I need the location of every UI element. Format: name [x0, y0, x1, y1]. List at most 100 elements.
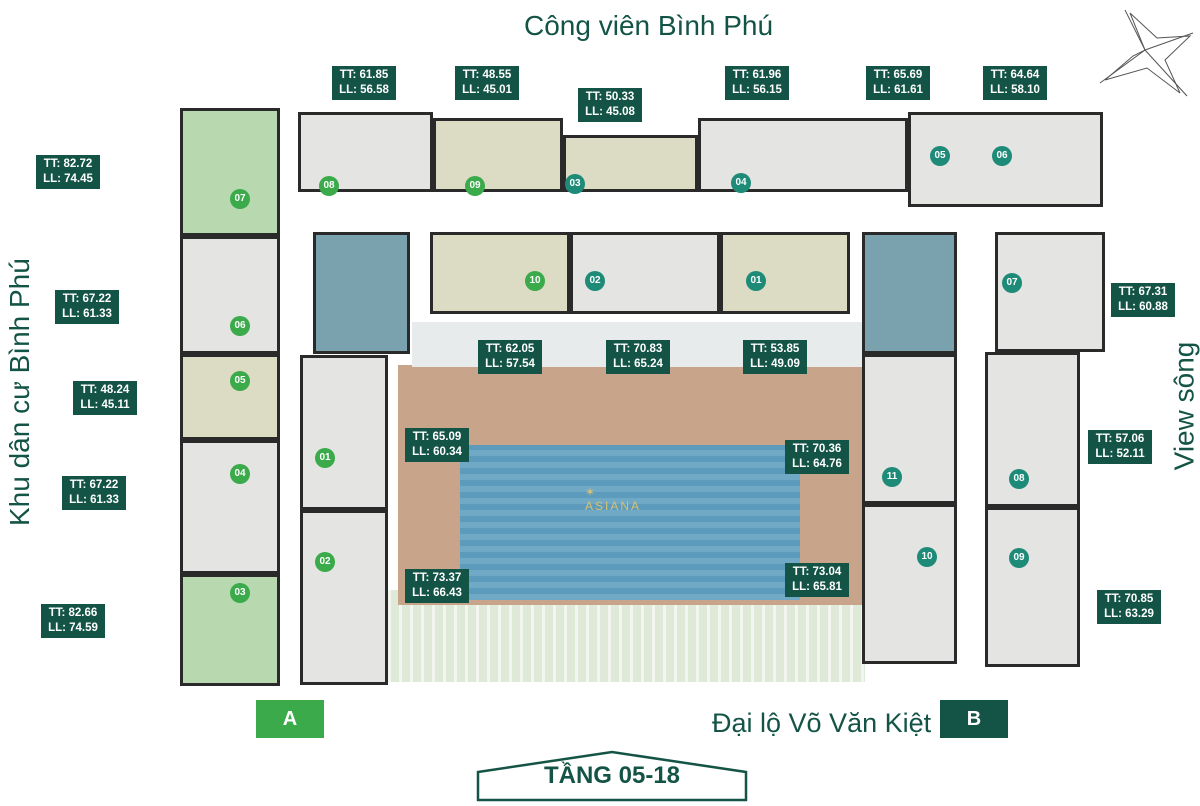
total-area: TT: 53.85 — [750, 343, 800, 355]
total-area: TT: 82.72 — [43, 158, 93, 170]
unit-b09[interactable] — [985, 507, 1080, 667]
usable-area: LL: 66.43 — [412, 587, 462, 599]
unit-number-marker[interactable]: 07 — [1002, 273, 1022, 293]
unit-a02[interactable] — [300, 510, 388, 685]
total-area: TT: 82.66 — [48, 607, 98, 619]
unit-a01[interactable] — [300, 355, 388, 510]
asiana-logo: ✶ASIANA — [585, 485, 642, 513]
unit-b04[interactable] — [698, 118, 908, 192]
unit-a06[interactable] — [180, 236, 280, 354]
title-left: Khu dân cư Bình Phú — [4, 258, 35, 526]
total-area: TT: 57.06 — [1095, 433, 1145, 445]
unit-number-marker[interactable]: 07 — [230, 189, 250, 209]
unit-b01[interactable] — [720, 232, 850, 314]
usable-area: LL: 45.11 — [80, 399, 130, 411]
unit-number-marker[interactable]: 08 — [1009, 469, 1029, 489]
unit-number-marker[interactable]: 06 — [230, 316, 250, 336]
unit-a07[interactable] — [180, 108, 280, 236]
unit-a05[interactable] — [180, 354, 280, 440]
unit-a10[interactable] — [430, 232, 570, 314]
tower-b-badge: B — [940, 700, 1008, 738]
total-area: TT: 67.22 — [69, 479, 119, 491]
usable-area: LL: 64.76 — [792, 458, 842, 470]
swimming-pool — [460, 445, 800, 600]
core-a — [313, 232, 410, 354]
unit-number-marker[interactable]: 01 — [746, 271, 766, 291]
unit-number-marker[interactable]: 01 — [315, 448, 335, 468]
unit-a08[interactable] — [298, 112, 433, 192]
usable-area: LL: 52.11 — [1095, 448, 1145, 460]
unit-b08[interactable] — [985, 352, 1080, 507]
total-area: TT: 70.83 — [613, 343, 663, 355]
unit-number-marker[interactable]: 10 — [525, 271, 545, 291]
unit-a04[interactable] — [180, 440, 280, 574]
total-area: TT: 73.37 — [412, 572, 462, 584]
core-b — [862, 232, 957, 354]
unit-number-marker[interactable]: 11 — [882, 467, 902, 487]
total-area: TT: 48.55 — [462, 69, 512, 81]
tower-a-badge: A — [256, 700, 324, 738]
usable-area: LL: 63.29 — [1104, 608, 1154, 620]
usable-area: LL: 56.58 — [339, 84, 389, 96]
unit-number-marker[interactable]: 05 — [230, 371, 250, 391]
unit-number-marker[interactable]: 04 — [230, 464, 250, 484]
title-bottom: Đại lộ Võ Văn Kiệt — [712, 708, 932, 738]
title-right: View sông — [1168, 341, 1200, 471]
total-area: TT: 48.24 — [80, 384, 130, 396]
usable-area: LL: 61.33 — [62, 308, 112, 320]
usable-area: LL: 65.81 — [792, 581, 842, 593]
usable-area: LL: 61.61 — [873, 84, 923, 96]
total-area: TT: 61.96 — [732, 69, 782, 81]
total-area: TT: 65.69 — [873, 69, 923, 81]
title-top: Công viên Bình Phú — [524, 10, 774, 41]
unit-number-marker[interactable]: 02 — [315, 552, 335, 572]
usable-area: LL: 60.34 — [412, 446, 462, 458]
usable-area: LL: 45.08 — [585, 106, 635, 118]
usable-area: LL: 74.59 — [48, 622, 98, 634]
compass-icon — [1099, 9, 1194, 97]
total-area: TT: 62.05 — [485, 343, 535, 355]
unit-number-marker[interactable]: 10 — [917, 547, 937, 567]
unit-number-marker[interactable]: 09 — [465, 176, 485, 196]
floor-label: TẦNG 05-18 — [543, 762, 681, 789]
unit-number-marker[interactable]: 05 — [930, 146, 950, 166]
usable-area: LL: 56.15 — [732, 84, 782, 96]
total-area: TT: 73.04 — [792, 566, 842, 578]
unit-number-marker[interactable]: 06 — [992, 146, 1012, 166]
unit-number-marker[interactable]: 03 — [565, 174, 585, 194]
usable-area: LL: 60.88 — [1118, 301, 1168, 313]
total-area: TT: 70.85 — [1104, 593, 1154, 605]
unit-a09[interactable] — [433, 118, 563, 192]
unit-number-marker[interactable]: 09 — [1009, 548, 1029, 568]
unit-number-marker[interactable]: 03 — [230, 583, 250, 603]
usable-area: LL: 57.54 — [485, 358, 535, 370]
unit-b11[interactable] — [862, 354, 957, 504]
total-area: TT: 64.64 — [990, 69, 1040, 81]
unit-number-marker[interactable]: 08 — [319, 176, 339, 196]
unit-number-marker[interactable]: 02 — [585, 271, 605, 291]
unit-number-marker[interactable]: 04 — [731, 173, 751, 193]
usable-area: LL: 45.01 — [462, 84, 512, 96]
total-area: TT: 67.31 — [1118, 286, 1168, 298]
unit-b07[interactable] — [995, 232, 1105, 352]
unit-b10[interactable] — [862, 504, 957, 664]
usable-area: LL: 58.10 — [990, 84, 1040, 96]
total-area: TT: 50.33 — [585, 91, 635, 103]
unit-b03[interactable] — [563, 135, 698, 192]
usable-area: LL: 61.33 — [69, 494, 119, 506]
